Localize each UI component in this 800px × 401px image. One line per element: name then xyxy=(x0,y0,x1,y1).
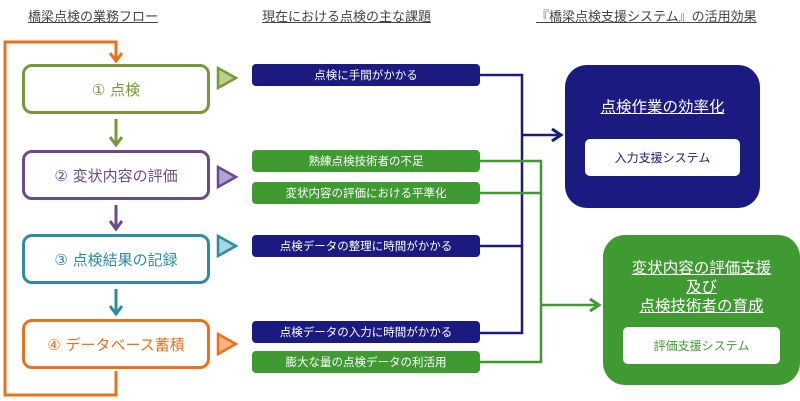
triangle-4 xyxy=(216,331,239,357)
loop-line xyxy=(3,40,118,397)
flow-step-database: ④ データベース蓄積 xyxy=(22,319,210,369)
green-connector xyxy=(480,159,543,364)
flow-step-label: ④ データベース蓄積 xyxy=(47,335,185,354)
system-label: 評価支援システム xyxy=(653,339,750,353)
effect-title-line3: 点検技術者の育成 xyxy=(639,297,764,315)
effect-system-input: 入力支援システム xyxy=(585,139,740,176)
triangle-3 xyxy=(216,233,239,259)
issue-item: 熟練点検技術者の不足 xyxy=(252,150,480,172)
green-arrowhead xyxy=(589,297,602,313)
effect-evaluation: 変状内容の評価支援 及び 点検技術者の育成 評価支援システム xyxy=(603,235,800,385)
effect-title-line1: 変状内容の評価支援 xyxy=(631,259,772,277)
issue-item: 変状内容の評価における平準化 xyxy=(252,182,480,204)
flow-step-label: ③ 点検結果の記録 xyxy=(54,250,178,269)
issue-item: 膨大な量の点検データの利活用 xyxy=(252,351,480,373)
triangle-2 xyxy=(216,164,239,190)
flow-step-label: ① 点検 xyxy=(91,80,141,99)
triangle-1 xyxy=(216,65,239,91)
effect-title-line2: 及び xyxy=(685,278,717,296)
issue-item: 点検に手間がかかる xyxy=(252,64,480,86)
header-issues: 現在における点検の主な課題 xyxy=(262,10,432,25)
effect-system-evaluation: 評価支援システム xyxy=(623,327,780,364)
effect-efficiency: 点検作業の効率化 入力支援システム xyxy=(565,65,760,208)
navy-arrowhead xyxy=(551,127,564,143)
effect-title: 点検作業の効率化 xyxy=(600,98,725,116)
system-label: 入力支援システム xyxy=(614,151,711,165)
navy-connector xyxy=(480,73,524,335)
header-effects: 『橋梁点検支援システム』の活用効果 xyxy=(536,10,757,25)
loop-arrowhead xyxy=(108,52,124,64)
flow-step-evaluation: ② 変状内容の評価 xyxy=(22,150,210,200)
header-flow: 橋梁点検の業務フロー xyxy=(28,10,159,25)
issue-item: 点検データの入力に時間がかかる xyxy=(252,321,480,343)
flow-step-recording: ③ 点検結果の記録 xyxy=(22,234,210,284)
issue-item: 点検データの整理に時間がかかる xyxy=(252,235,480,257)
flow-step-label: ② 変状内容の評価 xyxy=(54,166,178,185)
flow-step-inspection: ① 点検 xyxy=(22,64,210,114)
